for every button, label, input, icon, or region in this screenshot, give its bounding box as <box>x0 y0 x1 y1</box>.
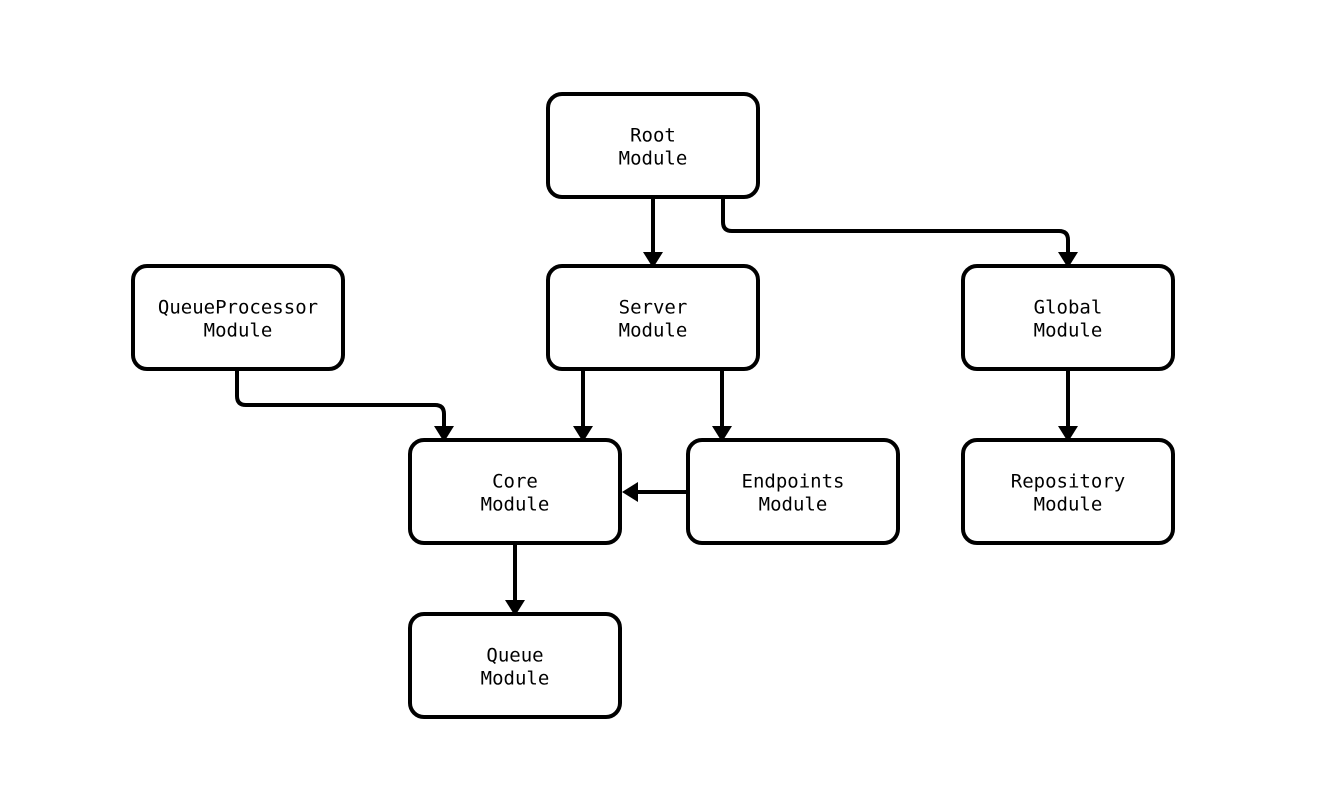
edge-core-to-queue <box>505 543 525 616</box>
arrowhead-icon <box>622 482 638 502</box>
node-label-line2: Module <box>1034 494 1103 516</box>
edge-endpoints-to-core <box>622 482 688 502</box>
node-server-module[interactable]: Server Module <box>546 264 760 371</box>
node-shape[interactable] <box>686 438 900 545</box>
arrowhead-icon <box>712 426 732 442</box>
arrowhead-icon <box>1058 426 1078 442</box>
node-queueprocessor-module[interactable]: QueueProcessor Module <box>131 264 345 371</box>
edge-server-to-core <box>573 369 593 442</box>
node-label-line2: Module <box>481 668 550 690</box>
edge-server-to-endpoints <box>712 369 732 442</box>
node-global-module[interactable]: Global Module <box>961 264 1175 371</box>
node-endpoints-module[interactable]: Endpoints Module <box>686 438 900 545</box>
node-root-module[interactable]: Root Module <box>546 92 760 199</box>
node-label-line2: Module <box>481 494 550 516</box>
edge-line <box>235 369 446 426</box>
node-shape[interactable] <box>408 612 622 719</box>
node-label-line1: Global <box>1034 297 1103 319</box>
arrowhead-icon <box>434 426 454 442</box>
node-label-line1: Root <box>630 125 676 147</box>
node-queue-module[interactable]: Queue Module <box>408 612 622 719</box>
node-shape[interactable] <box>961 264 1175 371</box>
arrowhead-icon <box>573 426 593 442</box>
edge-root-to-server <box>643 197 663 268</box>
node-shape[interactable] <box>546 264 760 371</box>
arrowhead-icon <box>643 252 663 268</box>
node-core-module[interactable]: Core Module <box>408 438 622 545</box>
arrowhead-icon <box>505 600 525 616</box>
arrowhead-icon <box>1058 252 1078 268</box>
node-layer: Root Module QueueProcessor Module Server… <box>131 92 1175 719</box>
edge-global-to-repository <box>1058 369 1078 442</box>
edge-root-to-global <box>721 197 1078 268</box>
node-label-line1: Server <box>619 297 688 319</box>
node-label-line2: Module <box>619 320 688 342</box>
node-label-line1: Endpoints <box>742 471 845 493</box>
edge-queueprocessor-to-core <box>235 369 454 442</box>
node-label-line1: Core <box>492 471 538 493</box>
node-label-line2: Module <box>204 320 273 342</box>
node-shape[interactable] <box>961 438 1175 545</box>
node-label-line2: Module <box>619 148 688 170</box>
node-shape[interactable] <box>546 92 760 199</box>
edge-line <box>721 197 1070 252</box>
node-label-line1: QueueProcessor <box>158 297 318 319</box>
node-label-line1: Queue <box>486 645 543 667</box>
node-label-line2: Module <box>1034 320 1103 342</box>
node-shape[interactable] <box>131 264 345 371</box>
node-label-line2: Module <box>759 494 828 516</box>
node-label-line1: Repository <box>1011 471 1125 493</box>
edge-layer <box>235 197 1078 616</box>
node-shape[interactable] <box>408 438 622 545</box>
node-repository-module[interactable]: Repository Module <box>961 438 1175 545</box>
